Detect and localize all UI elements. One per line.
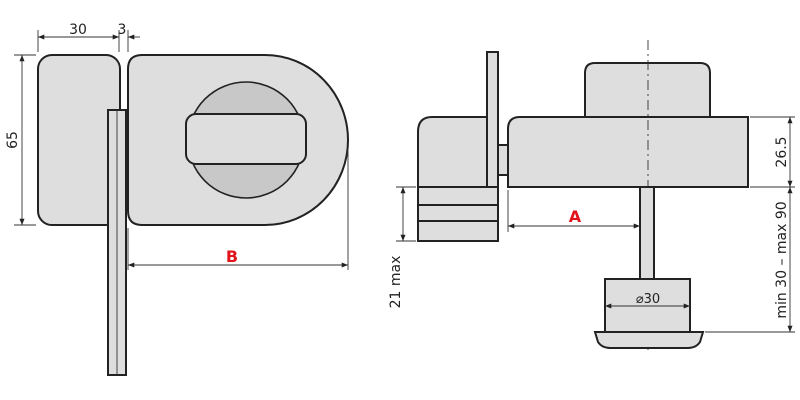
front-view: 30 3 65 B [5, 22, 349, 376]
connector-block [497, 144, 509, 176]
spacer-plate-2 [417, 204, 499, 222]
spacer-plate-3 [417, 220, 499, 242]
spacer-plate-1 [417, 186, 499, 206]
dim-65-label: 65 [5, 131, 21, 149]
dim-diameter-label: ⌀30 [636, 292, 660, 307]
dim-30-label: 30 [69, 22, 87, 38]
spindle [639, 186, 655, 280]
dim-3-label: 3 [118, 22, 127, 38]
thumb-turn-handle [185, 113, 307, 165]
dim-cylinder-length-label: min 30 – max 90 [774, 201, 790, 318]
body-profile [507, 116, 749, 188]
thumb-turn-profile [584, 62, 711, 118]
dim-A-label: A [569, 207, 582, 226]
dim-B-label: B [226, 247, 238, 266]
side-view: ⌀30 A 21 max 26.5 min 30 – max 90 [388, 40, 795, 350]
dim-21max-label: 21 max [388, 256, 404, 309]
cylinder-flange [593, 331, 705, 349]
dim-26-5-label: 26.5 [774, 136, 790, 167]
side-mounting-plate [486, 51, 499, 188]
keeper-profile [417, 116, 488, 188]
